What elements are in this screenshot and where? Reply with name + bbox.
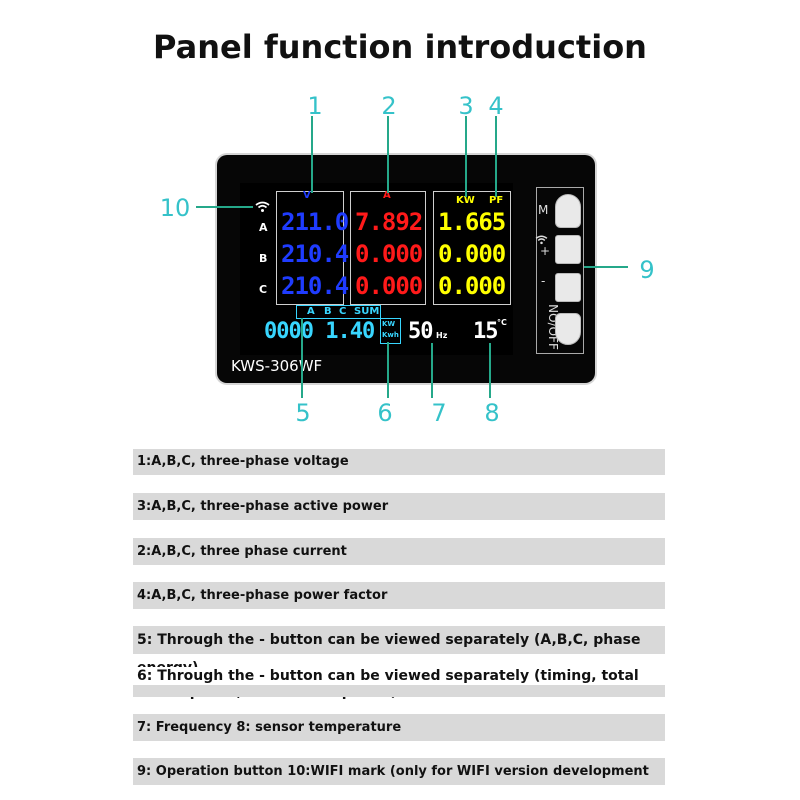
- voltage-a: 211.0: [281, 208, 349, 236]
- voltage-b: 210.4: [281, 240, 349, 268]
- m-button[interactable]: [555, 194, 581, 228]
- description-6-background-band: [133, 685, 665, 697]
- callout-5: 5: [295, 399, 311, 427]
- button-label-m: M: [538, 203, 549, 217]
- callout-line-8: [489, 343, 491, 398]
- phase-label-a: A: [259, 221, 268, 234]
- energy-selector-sum: SUM: [354, 306, 380, 317]
- power-box: [433, 191, 511, 305]
- energy-unit-kw: KW: [382, 320, 396, 328]
- callout-8: 8: [484, 399, 500, 427]
- frequency-value: 50: [408, 319, 433, 344]
- voltage-unit: V: [303, 190, 311, 201]
- callout-3: 3: [458, 92, 474, 120]
- page-title: Panel function introduction: [153, 28, 647, 66]
- callout-line-9: [584, 266, 628, 268]
- power-b: 0.000: [438, 240, 506, 268]
- energy-unit-kwh: Kwh: [382, 331, 399, 339]
- temperature-value: 15: [473, 319, 498, 344]
- description-1: 1:A,B,C, three-phase voltage: [133, 449, 665, 475]
- callout-line-7: [431, 343, 433, 398]
- voltage-box: [276, 191, 344, 305]
- phase-label-c: C: [259, 283, 268, 296]
- current-c: 0.000: [355, 272, 423, 300]
- description-9: 9: Operation button 10:WIFI mark (only f…: [133, 758, 665, 785]
- current-a: 7.892: [355, 208, 423, 236]
- description-2: 2:A,B,C, three phase current: [133, 538, 665, 565]
- energy-selector-a: A: [307, 306, 315, 317]
- onoff-button[interactable]: [555, 313, 581, 345]
- button-label-minus: -: [541, 274, 546, 288]
- energy-selector-b: B: [324, 306, 332, 317]
- wifi-icon: [535, 235, 548, 245]
- callout-line-4: [495, 116, 497, 197]
- callout-line-1: [311, 116, 313, 193]
- plus-button[interactable]: [555, 235, 581, 264]
- callout-9: 9: [639, 256, 655, 284]
- voltage-c: 210.4: [281, 272, 349, 300]
- temperature-unit: °C: [497, 318, 507, 327]
- button-label-plus: +: [540, 244, 551, 258]
- power-a: 1.665: [438, 208, 506, 236]
- buttons-panel: [536, 187, 584, 354]
- current-unit: A: [383, 190, 391, 201]
- description-7: 7: Frequency 8: sensor temperature: [133, 714, 665, 741]
- description-4: 4:A,B,C, three-phase power factor: [133, 582, 665, 609]
- callout-line-3: [465, 116, 467, 197]
- description-5: 5: Through the - button can be viewed se…: [133, 626, 665, 676]
- lcd-screen: [240, 183, 513, 355]
- callout-line-10: [196, 206, 253, 208]
- energy-unit-box: [380, 318, 401, 344]
- pf-unit: PF: [489, 195, 504, 206]
- energy-selector-box: [296, 305, 381, 319]
- model-label: KWS-306WF: [231, 357, 323, 375]
- energy-value: 0000 1.40: [264, 319, 375, 344]
- callout-line-5: [301, 318, 303, 398]
- power-unit: KW: [456, 195, 475, 206]
- phase-label-b: B: [259, 252, 268, 265]
- current-b: 0.000: [355, 240, 423, 268]
- power-c: 0.000: [438, 272, 506, 300]
- callout-line-2: [387, 116, 389, 193]
- callout-4: 4: [488, 92, 504, 120]
- callout-2: 2: [381, 92, 397, 120]
- callout-10: 10: [159, 194, 191, 222]
- minus-button[interactable]: [555, 273, 581, 302]
- energy-selector-c: C: [339, 306, 347, 317]
- callout-6: 6: [377, 399, 393, 427]
- callout-1: 1: [307, 92, 323, 120]
- callout-line-6: [387, 342, 389, 398]
- wifi-icon: [255, 201, 270, 212]
- frequency-unit: Hz: [436, 331, 448, 340]
- callout-7: 7: [431, 399, 447, 427]
- description-3: 3:A,B,C, three-phase active power: [133, 493, 665, 520]
